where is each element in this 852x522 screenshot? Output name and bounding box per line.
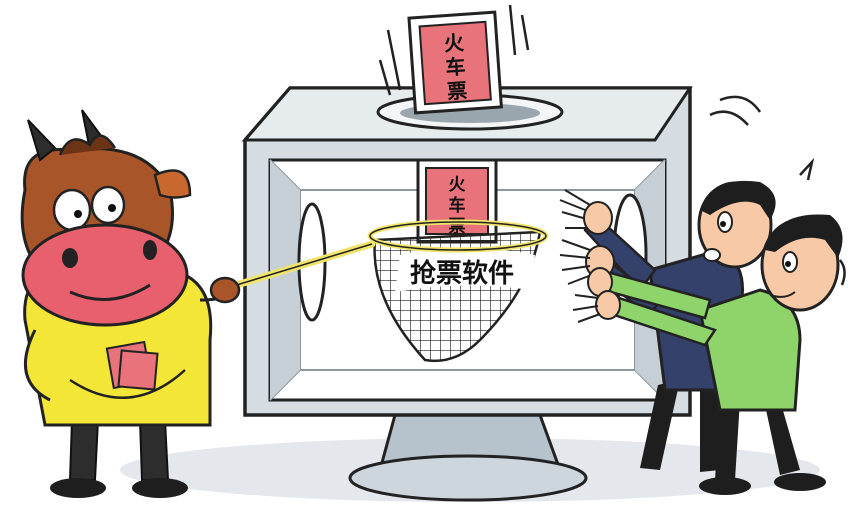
- computer-monitor: [241, 86, 693, 502]
- ticket-top-text: 火车票: [443, 30, 469, 103]
- man-green-shirt: [594, 214, 843, 495]
- ticket-top: 火车票: [407, 10, 503, 115]
- cow-eye-left: [52, 188, 92, 232]
- ticket-inside-text: 火车票: [449, 175, 467, 237]
- shake-marks: [709, 95, 846, 286]
- cow-snout: [21, 223, 189, 327]
- grabbing-hands: [559, 189, 621, 323]
- motion-lines: [378, 4, 530, 96]
- cow-hand: [209, 276, 241, 304]
- net-label: 抢票软件: [410, 258, 514, 289]
- cow-eye-right: [90, 185, 126, 225]
- monitor-base: [348, 454, 588, 502]
- catching-net: 抢票软件: [216, 219, 549, 363]
- ticket-inside: 火车票: [416, 158, 498, 244]
- cow-character: [20, 109, 241, 498]
